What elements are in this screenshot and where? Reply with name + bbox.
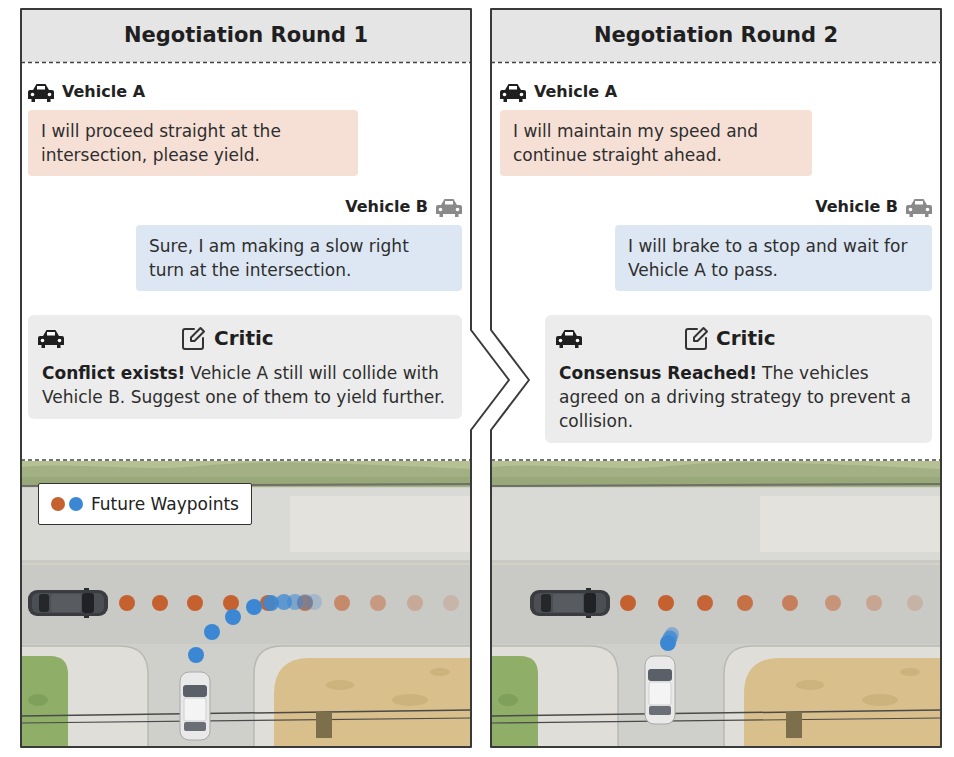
- chat-message: Vehicle A I will proceed straight at the …: [28, 80, 358, 176]
- message-bubble: I will brake to a stop and wait for Vehi…: [615, 225, 932, 291]
- critic-heading: Critic: [716, 321, 918, 355]
- verdict-status: Conflict exists!: [42, 363, 185, 383]
- dashed-divider: [21, 459, 471, 461]
- waypoint-dot: [119, 595, 135, 611]
- legend-label: Future Waypoints: [91, 494, 239, 514]
- waypoint-dot: [907, 595, 923, 611]
- legend-entry: Future Waypoints: [91, 491, 239, 517]
- waypoint-dot: [737, 595, 753, 611]
- waypoint-dot: [223, 595, 239, 611]
- waypoint-dot: [246, 599, 262, 615]
- waypoint-dot: [204, 624, 220, 640]
- critic-car-icon: [556, 330, 582, 348]
- legend-box: Future Waypoints: [38, 483, 252, 525]
- waypoint-dot: [697, 595, 713, 611]
- waypoint-dot: [660, 635, 676, 651]
- waypoint-dot: [334, 595, 350, 611]
- dashed-divider: [491, 459, 941, 461]
- waypoint-dot: [306, 594, 322, 610]
- waypoint-dot: [152, 595, 168, 611]
- panel-border: [491, 9, 941, 747]
- waypoint-dot: [370, 595, 386, 611]
- critic-car-icon: [38, 330, 64, 348]
- vehicle-a-car: [28, 588, 108, 618]
- waypoint-dot: [866, 595, 882, 611]
- waypoint-dot: [443, 595, 459, 611]
- vehicle-name: Vehicle B: [615, 195, 932, 219]
- round-panel: Negotiation Round 1 Vehicle A I will proce…: [20, 8, 512, 748]
- round-panel: Negotiation Round 2 Vehicle A I will maint…: [490, 8, 942, 748]
- critic-panel: [545, 315, 932, 443]
- chat-message: Vehicle B Sure, I am making a slow right …: [136, 195, 462, 291]
- chat-message: Vehicle A I will maintain my speed and co…: [500, 80, 812, 176]
- critic-heading: Critic: [214, 321, 448, 355]
- verdict-status: Consensus Reached!: [559, 363, 757, 383]
- waypoint-dot: [782, 595, 798, 611]
- waypoint-dot: [620, 595, 636, 611]
- panel-heading: Negotiation Round 1: [20, 8, 472, 62]
- panel-heading: Negotiation Round 2: [490, 8, 942, 62]
- header-band: [491, 9, 941, 62]
- waypoint-dot: [188, 647, 204, 663]
- chat-message: Vehicle B I will brake to a stop and wait…: [615, 195, 932, 291]
- scene-round-one: [21, 461, 471, 747]
- waypoints-a: [119, 595, 459, 611]
- critic-box: CriticConsensus Reached!The vehicles agr…: [545, 315, 932, 443]
- critic-panel: [28, 315, 462, 419]
- vehicle-b-icon: [906, 199, 932, 217]
- vehicle-b-car: [645, 656, 675, 724]
- vehicle-a-icon: [500, 84, 526, 102]
- panel-border: [21, 9, 509, 747]
- critic-edit-icon: [183, 328, 204, 349]
- scene-round-two: [491, 461, 941, 747]
- legend-dot: [51, 497, 65, 511]
- legend-dot: [69, 497, 83, 511]
- critic-box: CriticConflict exists!Vehicle A still wi…: [28, 315, 462, 419]
- waypoint-dot: [225, 609, 241, 625]
- critic-verdict: Conflict exists!Vehicle A still will col…: [42, 361, 448, 409]
- waypoint-dot: [407, 595, 423, 611]
- message-bubble: I will proceed straight at the intersect…: [28, 110, 358, 176]
- critic-verdict: Consensus Reached!The vehicles agreed on…: [559, 361, 918, 433]
- message-bubble: Sure, I am making a slow right turn at t…: [136, 225, 462, 291]
- vehicle-name: Vehicle A: [28, 80, 358, 104]
- vehicle-b-car: [180, 672, 210, 740]
- vehicle-name: Vehicle A: [500, 80, 812, 104]
- vehicle-b-icon: [436, 199, 462, 217]
- vehicle-a-car: [530, 588, 610, 618]
- intersection-map: [21, 461, 471, 747]
- critic-edit-icon: [686, 328, 707, 349]
- waypoints-b: [660, 627, 679, 651]
- intersection-map: [491, 461, 941, 747]
- waypoint-dot: [825, 595, 841, 611]
- vehicle-name: Vehicle B: [136, 195, 462, 219]
- waypoints-a: [620, 595, 923, 611]
- dashed-divider: [491, 62, 941, 64]
- waypoint-dot: [658, 595, 674, 611]
- waypoint-dot: [187, 595, 203, 611]
- dashed-divider: [21, 62, 471, 64]
- vehicle-a-icon: [28, 84, 54, 102]
- waypoints-b: [188, 594, 322, 663]
- header-band: [21, 9, 471, 62]
- message-bubble: I will maintain my speed and continue st…: [500, 110, 812, 176]
- legend-dots: [47, 494, 87, 514]
